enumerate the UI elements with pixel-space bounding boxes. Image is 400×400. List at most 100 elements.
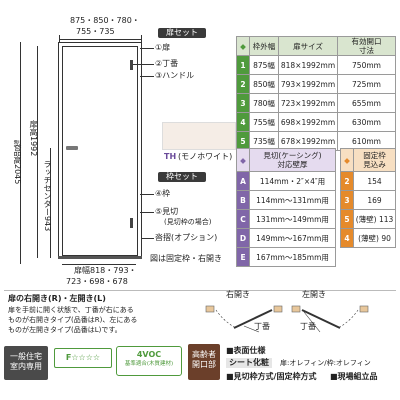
right-hinge-label: 丁番 <box>254 322 270 331</box>
frame-width: 755幅 <box>249 112 279 132</box>
door-width-label-2: 723・698・678 <box>66 277 128 286</box>
fixed-frame-key: 4 <box>340 228 354 248</box>
door-set-badge: 扉セット <box>158 28 206 38</box>
frame-set-item-2: ⑤見切 <box>155 207 179 216</box>
frame-set-item-3: 沓摺(オプション) <box>155 233 218 242</box>
frame-width: 850幅 <box>249 74 279 94</box>
opening-size: 630mm <box>337 112 396 132</box>
latch-center-label: ラッチセンター943 <box>43 160 52 232</box>
voc-sub-label: 基準適合(木質建材) <box>124 361 174 367</box>
elderly-badge-line-1: 高齢者 <box>192 350 216 359</box>
size-table-corner: ◆ <box>236 36 250 56</box>
sheet-value: 扉:オレフィン/枠:オレフィン <box>280 359 371 367</box>
product-height-line <box>20 42 21 264</box>
hinge-top <box>130 60 133 70</box>
callout-line-door <box>140 48 154 49</box>
door-size: 793×1992mm <box>278 74 338 94</box>
voc-badge: 4VOC 基準適合(木質建材) <box>116 346 182 376</box>
size-table-header: ◆ 枠外幅 扉サイズ 有効開口 寸法 <box>236 36 396 56</box>
casing-key: E <box>236 247 250 267</box>
casing-value: 114mm・2″×4″用 <box>249 171 336 191</box>
row-number: 3 <box>236 93 250 113</box>
fixed-frame-value: 154 <box>353 171 396 191</box>
fixed-frame-key: 3 <box>340 190 354 210</box>
callout-line-casing <box>140 212 154 213</box>
casing-value: 114mm〜131mm用 <box>249 190 336 210</box>
door-set-item-3: ③ハンドル <box>155 71 195 80</box>
sheet-label: シート化粧 <box>226 358 272 368</box>
door-set-item-1: ①扉 <box>155 43 171 52</box>
table-row: 1 875幅 818×1992mm 750mm <box>236 55 396 75</box>
frame-width: 875幅 <box>249 55 279 75</box>
door-width-line <box>62 264 136 265</box>
size-table-h3: 有効開口 寸法 <box>337 36 396 56</box>
table-row: 3 780幅 723×1992mm 655mm <box>236 93 396 113</box>
elderly-badge: 高齢者 開口部 <box>188 344 220 380</box>
door-set-item-2: ②丁番 <box>155 59 179 68</box>
fixed-frame-key: 2 <box>340 171 354 191</box>
callout-line-handle <box>140 76 154 77</box>
table-row: 2 850幅 793×1992mm 725mm <box>236 74 396 94</box>
casing-table-corner: ◆ <box>236 148 250 172</box>
hinge-bottom <box>130 218 133 228</box>
casing-header-line-2: 対応壁厚 <box>277 160 308 169</box>
voc-label: 4VOC <box>136 350 162 359</box>
door-size: 698×1992mm <box>278 112 338 132</box>
frame-set-item-1: ④枠 <box>155 189 171 198</box>
size-table: ◆ 枠外幅 扉サイズ 有効開口 寸法 1 875幅 818×1992mm 750… <box>236 36 396 151</box>
door-handle <box>66 146 78 150</box>
surface-title: ■表面仕様 <box>226 346 266 355</box>
top-width-label-1: 875・850・780・ <box>70 16 140 25</box>
threshold <box>58 256 142 259</box>
fixed-frame-table-header: ◆ 固定枠 見込み <box>340 148 396 172</box>
f-star-badge: F☆☆☆☆ <box>54 348 112 368</box>
table-row: 4 755幅 698×1992mm 630mm <box>236 112 396 132</box>
elderly-badge-line-2: 開口部 <box>192 360 216 369</box>
method-label: ■見切枠方式/固定枠方式 <box>226 372 317 381</box>
door-height-label: 扉高1992 <box>29 120 38 157</box>
right-open-diagram <box>205 305 283 333</box>
housing-badge-line-2: 室内専用 <box>10 362 42 371</box>
door-size: 818×1992mm <box>278 55 338 75</box>
opening-size: 655mm <box>337 93 396 113</box>
row-number: 2 <box>236 74 250 94</box>
product-height-label: 製品高2045 <box>13 140 22 185</box>
left-open-label: 左開き <box>302 290 326 299</box>
casing-header-line-1: 見切(ケーシング) <box>263 151 322 160</box>
left-open-diagram <box>291 305 369 333</box>
casing-key: A <box>236 171 250 191</box>
opening-size: 725mm <box>337 74 396 94</box>
right-open-label: 右開き <box>226 290 250 299</box>
fixed-frame-value: (薄壁) 90 <box>353 228 396 248</box>
fixed-frame-key: 5 <box>340 209 354 229</box>
callout-line-threshold <box>142 238 154 239</box>
casing-key: D <box>236 228 250 248</box>
top-width-tick-left <box>59 35 60 43</box>
door-leaf <box>62 46 138 256</box>
callout-line-hinge <box>133 64 154 65</box>
fixed-frame-value: 169 <box>353 190 396 210</box>
opening-line-2: ものが右開きタイプ(品番はR)、左にある <box>8 316 138 324</box>
fixed-frame-header-cell: 固定枠 見込み <box>353 148 396 172</box>
fixed-frame-header-line-1: 固定枠 <box>363 151 386 160</box>
size-table-h1: 枠外幅 <box>249 36 279 56</box>
casing-value: 167mm〜185mm用 <box>249 247 336 267</box>
color-swatch <box>162 122 236 150</box>
row-number: 4 <box>236 112 250 132</box>
frame-set-badge: 枠セット <box>158 172 206 182</box>
door-width-label-1: 扉幅818・793・ <box>74 266 137 275</box>
left-hinge-label: 丁番 <box>300 322 316 331</box>
section-divider <box>4 290 396 291</box>
table-row: 5(薄壁) 113 <box>340 209 396 229</box>
figure-note: 図は固定枠・右開き <box>150 254 222 263</box>
table-row: 5 735幅 678×1992mm 610mm <box>236 131 396 151</box>
casing-table-header: ◆ 見切(ケーシング) 対応壁厚 <box>236 148 336 172</box>
opening-title: 扉の右開き(R)・左開き(L) <box>8 294 106 303</box>
frame-set-item-2-note: (見切枠の場合) <box>164 218 212 226</box>
latch-center-line <box>50 148 51 258</box>
